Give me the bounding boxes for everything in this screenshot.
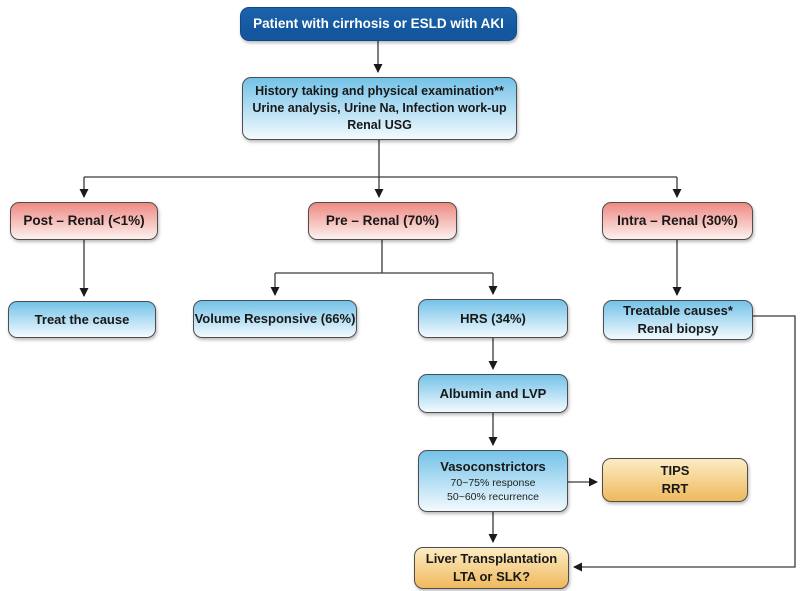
node-label: Albumin and LVP xyxy=(439,385,547,401)
node-line: Treatable causes* xyxy=(623,303,733,319)
node-line: Liver Transplantation xyxy=(425,551,558,567)
node-line: History taking and physical examination*… xyxy=(255,84,504,99)
node-hrs: HRS (34%) xyxy=(418,299,568,338)
node-post-renal: Post – Renal (<1%) xyxy=(10,202,158,240)
node-line: TIPS xyxy=(660,463,690,479)
node-line: Renal biopsy xyxy=(637,321,719,336)
node-albumin-and-lvp: Albumin and LVP xyxy=(418,374,568,413)
node-line: LTA or SLK? xyxy=(452,569,531,584)
node-label: HRS (34%) xyxy=(460,310,526,326)
node-intra-renal: Intra – Renal (30%) xyxy=(602,202,753,240)
node-line: Renal USG xyxy=(347,117,412,132)
node-treat-the-cause: Treat the cause xyxy=(8,301,156,338)
node-vasoconstrictors: Vasoconstrictors 70~75% response 50~60% … xyxy=(418,450,568,512)
node-history-workup: History taking and physical examination*… xyxy=(242,77,517,140)
node-label: Patient with cirrhosis or ESLD with AKI xyxy=(253,15,504,31)
node-subline: 50~60% recurrence xyxy=(447,490,539,503)
node-label: Intra – Renal (30%) xyxy=(617,212,738,228)
node-pre-renal: Pre – Renal (70%) xyxy=(308,202,457,240)
node-line: RRT xyxy=(661,481,689,496)
node-label: Volume Responsive (66%) xyxy=(194,311,356,327)
node-patient-cirrhosis-esld-aki: Patient with cirrhosis or ESLD with AKI xyxy=(240,7,517,41)
node-label: Post – Renal (<1%) xyxy=(23,212,145,228)
node-volume-responsive: Volume Responsive (66%) xyxy=(193,300,357,338)
node-treatable-causes-renal-biopsy: Treatable causes* Renal biopsy xyxy=(603,300,753,340)
node-line: Urine analysis, Urine Na, Infection work… xyxy=(252,101,507,116)
node-subline: 70~75% response xyxy=(450,476,536,489)
node-label: Treat the cause xyxy=(34,311,130,327)
node-title: Vasoconstrictors xyxy=(440,459,546,475)
node-tips-rrt: TIPS RRT xyxy=(602,458,748,502)
node-label: Pre – Renal (70%) xyxy=(325,212,440,228)
node-liver-transplantation: Liver Transplantation LTA or SLK? xyxy=(414,547,569,589)
